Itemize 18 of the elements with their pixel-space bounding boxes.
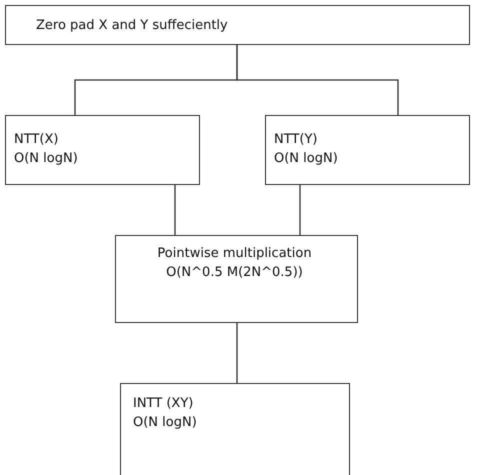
process-box [265, 115, 470, 185]
node-text: O(N logN) [14, 150, 79, 168]
node-text: INTT (XY) [133, 395, 194, 413]
node-text: O(N logN) [274, 150, 339, 168]
process-box [120, 383, 350, 475]
node-text: Pointwise multiplication [156, 245, 313, 263]
process-box [5, 5, 470, 45]
node-text: O(N logN) [133, 414, 198, 432]
node-text: NTT(Y) [274, 131, 318, 149]
connector-line [236, 323, 238, 383]
node-text: O(N^0.5 M(2N^0.5)) [165, 264, 304, 282]
process-box [5, 115, 200, 185]
connector-line [236, 45, 399, 115]
node-text: Zero pad X and Y suffeciently [36, 17, 229, 35]
process-box [115, 235, 358, 323]
connector-line [174, 185, 176, 235]
node-text: NTT(X) [14, 131, 60, 149]
connector-line [299, 185, 301, 235]
